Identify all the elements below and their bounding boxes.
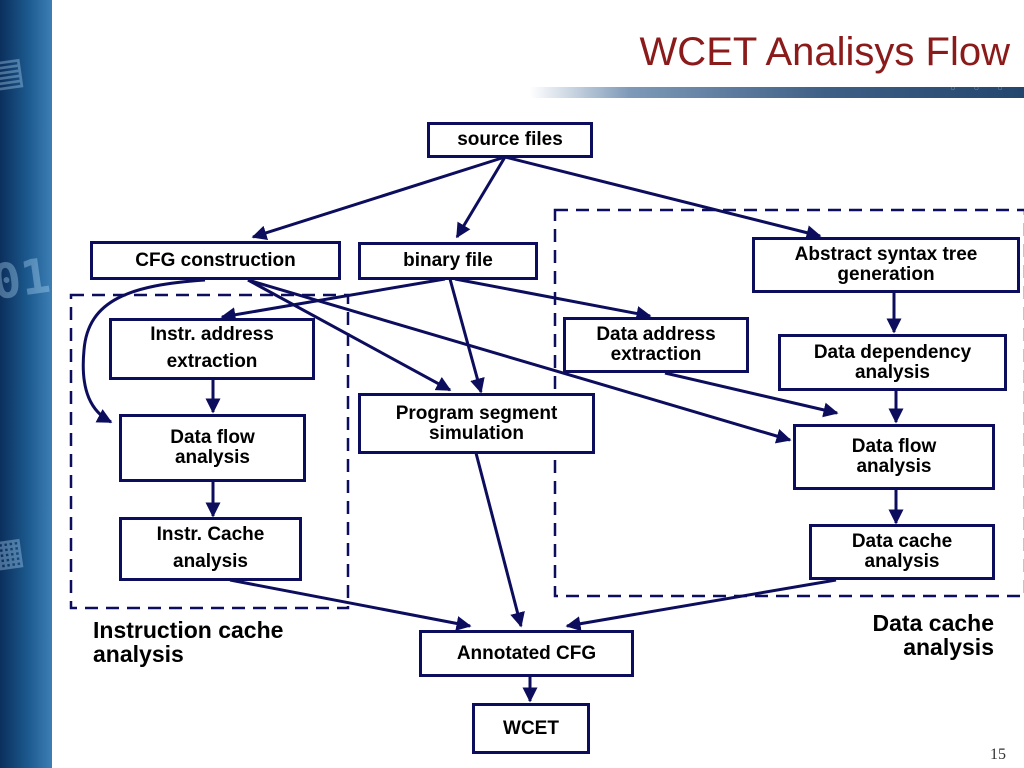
edge-source-to-ast (504, 155, 822, 240)
edge-data-address-to-right-dataflow (664, 371, 839, 418)
slide-title: WCET Analisys Flow (639, 30, 1010, 74)
edge-simulation-to-annotated (474, 452, 525, 628)
instr-address-extraction-node: Instr. address extraction (109, 318, 315, 380)
data-cache-group-label: Data cache analysis (872, 610, 994, 661)
edge-cfg-to-left-dataflow (81, 278, 206, 424)
instruction-cache-group-outline (69, 293, 350, 610)
instr-cache-analysis-node: Instr. Cache analysis (119, 517, 302, 581)
data-cache-analysis-node: Data cache analysis (809, 524, 995, 580)
edge-cfg-to-simulation (247, 278, 452, 392)
edge-source-to-binary (455, 156, 507, 239)
annotated-cfg-node: Annotated CFG (419, 630, 634, 677)
wcet-node: WCET (472, 703, 590, 754)
data-address-extraction-node: Data address extraction (563, 317, 749, 373)
ast-generation-node: Abstract syntax tree generation (752, 237, 1020, 293)
program-segment-simulation-node: Program segment simulation (358, 393, 595, 454)
title-underline-bar: ◦ ◦ ◦ (530, 87, 1024, 98)
instruction-cache-group-label: Instruction cache analysis (93, 617, 284, 668)
data-flow-analysis-left-node: Data flow analysis (119, 414, 306, 482)
edge-binary-to-data-address (454, 277, 652, 321)
edge-binary-to-simulation (448, 278, 485, 394)
title-bar-pattern: ◦ ◦ ◦ (948, 87, 1008, 97)
data-flow-analysis-right-node: Data flow analysis (793, 424, 995, 490)
binary-file-node: binary file (358, 242, 538, 280)
data-dependency-analysis-node: Data dependency analysis (778, 334, 1007, 391)
edge-binary-to-instr-address (220, 277, 446, 323)
cfg-construction-node: CFG construction (90, 241, 341, 280)
edge-cfg-to-right-dataflow (247, 278, 792, 444)
page-number: 15 (990, 746, 1006, 763)
edge-icache-to-annotated (229, 578, 472, 631)
edge-source-to-cfg (251, 155, 506, 241)
source-files-node: source files (427, 122, 593, 158)
left-decorative-band: ▤ 01 ▦ (0, 0, 52, 768)
edge-dcache-to-annotated (565, 578, 837, 632)
